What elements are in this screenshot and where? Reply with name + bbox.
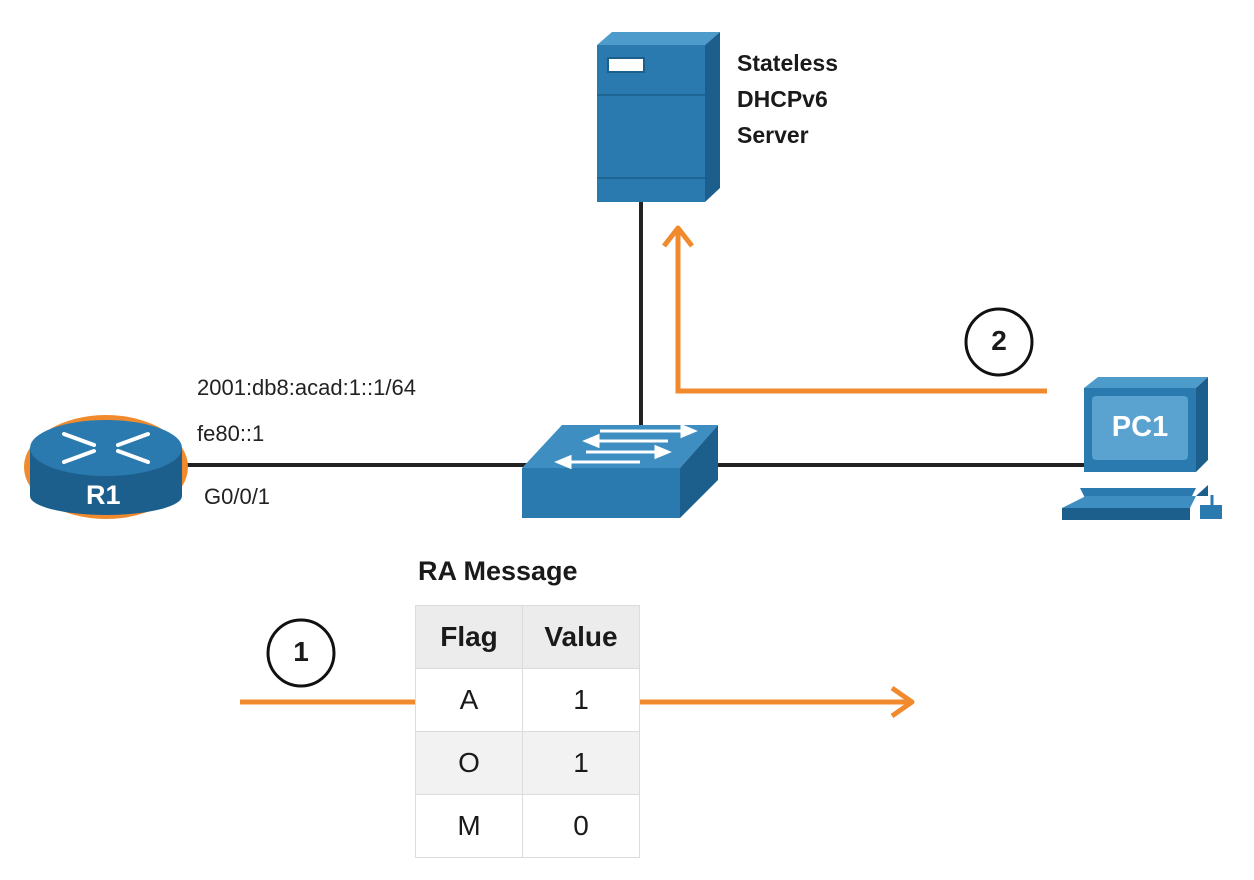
value-cell: 1 — [522, 668, 640, 732]
flag-cell: O — [415, 731, 523, 795]
step1-arrow — [240, 685, 915, 719]
step2-arrow — [662, 225, 1047, 394]
table-row: A 1 — [415, 668, 640, 732]
value-cell: 0 — [522, 794, 640, 858]
server-label: Stateless DHCPv6 Server — [737, 45, 838, 153]
router-ipv6-global: 2001:db8:acad:1::1/64 — [197, 375, 416, 400]
table-header-value: Value — [522, 605, 640, 669]
server-label-line1: Stateless — [737, 50, 839, 76]
table-header-flag: Flag — [415, 605, 523, 669]
step1-number: 1 — [293, 636, 309, 667]
table-row: M 0 — [415, 794, 640, 858]
router-icon — [24, 415, 188, 519]
flag-cell: M — [415, 794, 523, 858]
step1-circle — [266, 618, 336, 688]
router-name: R1 — [86, 480, 121, 510]
switch-icon — [522, 423, 718, 518]
server-icon — [597, 32, 720, 202]
ra-message-table: Flag Value A 1 O 1 M 0 — [415, 605, 640, 858]
server-label-line2: DHCPv6 — [737, 86, 828, 112]
pc-name: PC1 — [1111, 411, 1169, 443]
step2-circle — [964, 307, 1034, 377]
table-row: O 1 — [415, 731, 640, 795]
server-label-line3: Server — [737, 122, 809, 148]
step2-number: 2 — [991, 325, 1007, 356]
value-cell: 1 — [522, 731, 640, 795]
router-ipv6-link-local: fe80::1 — [197, 421, 265, 446]
router-interface: G0/0/1 — [204, 484, 271, 509]
ra-message-title: RA Message — [418, 556, 578, 586]
pc-icon — [1062, 377, 1222, 520]
flag-cell: A — [415, 668, 523, 732]
table-header-row: Flag Value — [415, 605, 640, 669]
